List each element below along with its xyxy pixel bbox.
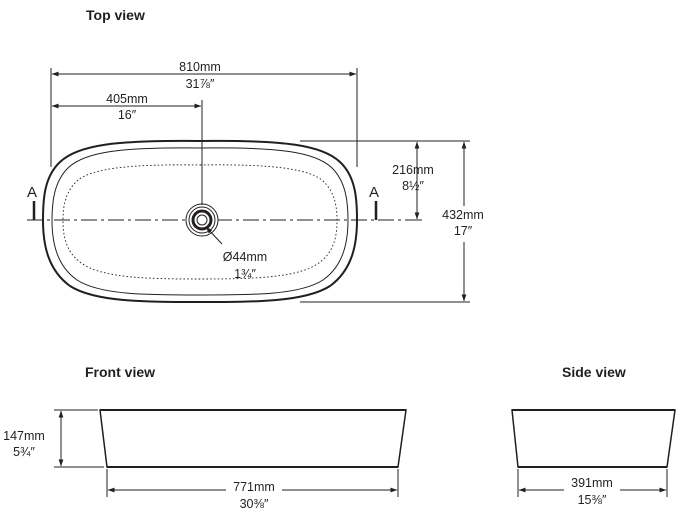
dimension-drain-offset: 405mm 16″ [51, 92, 203, 205]
svg-text:17″: 17″ [454, 224, 473, 238]
svg-text:8½″: 8½″ [402, 179, 424, 193]
svg-text:31⅞″: 31⅞″ [186, 77, 215, 91]
drain-outlet [185, 203, 219, 237]
top-view-title: Top view [86, 7, 145, 23]
svg-text:16″: 16″ [118, 108, 137, 122]
svg-text:216mm: 216mm [392, 163, 434, 177]
svg-text:1¾″: 1¾″ [234, 267, 256, 281]
svg-text:147mm: 147mm [3, 429, 45, 443]
basin-inner-rim [51, 147, 349, 296]
svg-text:30⅜″: 30⅜″ [240, 497, 269, 511]
dimension-height: 147mm 5¾″ [0, 409, 104, 468]
section-label-left: A [27, 184, 37, 201]
svg-text:391mm: 391mm [571, 476, 613, 490]
section-marker-right: A [369, 184, 379, 220]
section-marker-left: A [27, 184, 37, 220]
dimension-base-width: 391mm 15⅜″ [517, 469, 668, 512]
dimension-drain-diameter: Ø44mm 1¾″ [205, 226, 267, 281]
dimension-overall-length: 810mm 31⅞″ [50, 60, 358, 167]
svg-text:405mm: 405mm [106, 92, 148, 106]
svg-text:15⅜″: 15⅜″ [578, 493, 607, 507]
basin-bowl-contour [62, 164, 338, 280]
section-label-right: A [369, 184, 379, 201]
svg-text:771mm: 771mm [233, 480, 275, 494]
dimension-overall-width: 432mm 17″ [300, 141, 488, 303]
svg-text:5¾″: 5¾″ [13, 445, 35, 459]
svg-text:810mm: 810mm [179, 60, 221, 74]
front-view-basin [99, 409, 407, 468]
dimension-base-length: 771mm 30⅜″ [106, 469, 399, 512]
dimension-half-width: 216mm 8½″ [300, 140, 470, 221]
svg-text:432mm: 432mm [442, 208, 484, 222]
side-view-basin [511, 409, 676, 468]
svg-text:Ø44mm: Ø44mm [223, 250, 267, 264]
front-view-title: Front view [85, 364, 155, 380]
side-view-title: Side view [562, 364, 626, 380]
